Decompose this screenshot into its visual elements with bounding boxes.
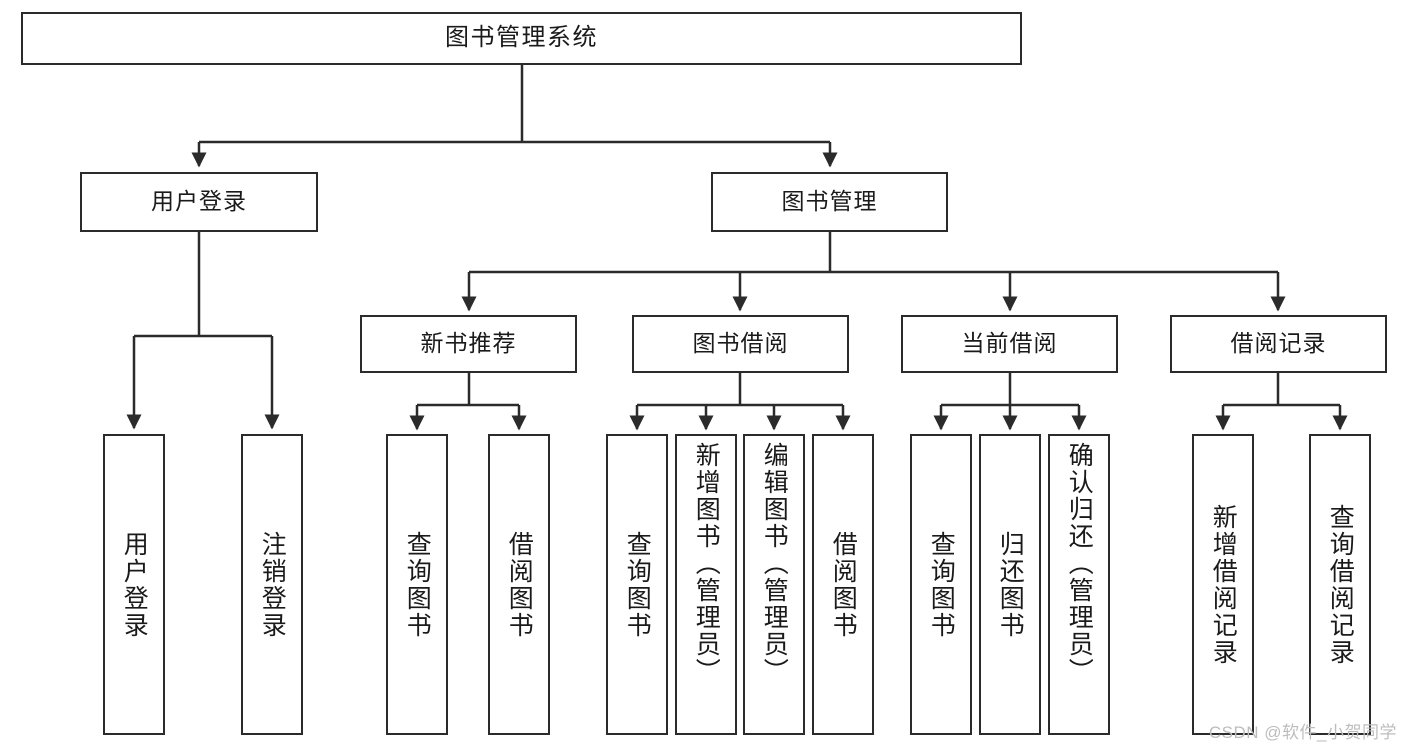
leaf-current-borrow-query[interactable]: 查询图书 [910,434,972,735]
node-root-system[interactable]: 图书管理系统 [21,12,1022,65]
leaf-borrow-record-add[interactable]: 新增借阅记录 [1192,434,1254,735]
node-label: 借阅图书 [829,530,858,639]
leaf-user-login-login[interactable]: 用户登录 [103,434,165,735]
leaf-book-borrow-edit[interactable]: 编辑图书（管理员） [743,434,805,735]
leaf-user-login-logout[interactable]: 注销登录 [241,434,303,735]
leaf-book-borrow-query[interactable]: 查询图书 [606,434,668,735]
node-label: 图书管理 [781,188,878,215]
leaf-new-book-query[interactable]: 查询图书 [386,434,448,735]
node-book-borrow[interactable]: 图书借阅 [632,315,849,373]
node-label: 新增图书（管理员） [692,442,721,685]
leaf-borrow-record-query[interactable]: 查询借阅记录 [1309,434,1371,735]
node-label: 借阅记录 [1230,330,1327,357]
node-label: 图书借阅 [692,330,789,357]
node-book-management[interactable]: 图书管理 [711,172,948,232]
node-borrow-record[interactable]: 借阅记录 [1170,315,1387,373]
node-label: 用户登录 [151,188,247,215]
node-label: 用户登录 [120,530,149,639]
node-label: 归还图书 [996,530,1025,639]
node-current-borrow[interactable]: 当前借阅 [901,315,1118,373]
node-label: 借阅图书 [505,530,534,639]
leaf-current-borrow-return[interactable]: 归还图书 [979,434,1041,735]
node-label: 新书推荐 [420,330,517,357]
node-label: 查询图书 [927,530,956,639]
node-new-book-recommend[interactable]: 新书推荐 [360,315,577,373]
csdn-watermark: CSDN @软件_小贺同学 [1208,723,1397,742]
node-label: 查询图书 [623,530,652,639]
leaf-new-book-borrow[interactable]: 借阅图书 [488,434,550,735]
leaf-book-borrow-add[interactable]: 新增图书（管理员） [675,434,737,735]
node-label: 新增借阅记录 [1209,503,1238,666]
node-label: 当前借阅 [961,330,1058,357]
node-label: 图书管理系统 [445,24,598,52]
leaf-current-borrow-confirm-return[interactable]: 确认归还（管理员） [1048,434,1110,735]
node-label: 注销登录 [258,530,287,639]
leaf-book-borrow-borrow[interactable]: 借阅图书 [812,434,874,735]
node-label: 查询借阅记录 [1326,503,1355,666]
node-label: 查询图书 [403,530,432,639]
node-label: 确认归还（管理员） [1065,442,1094,685]
node-label: 编辑图书（管理员） [760,442,789,685]
node-user-login[interactable]: 用户登录 [80,172,318,232]
